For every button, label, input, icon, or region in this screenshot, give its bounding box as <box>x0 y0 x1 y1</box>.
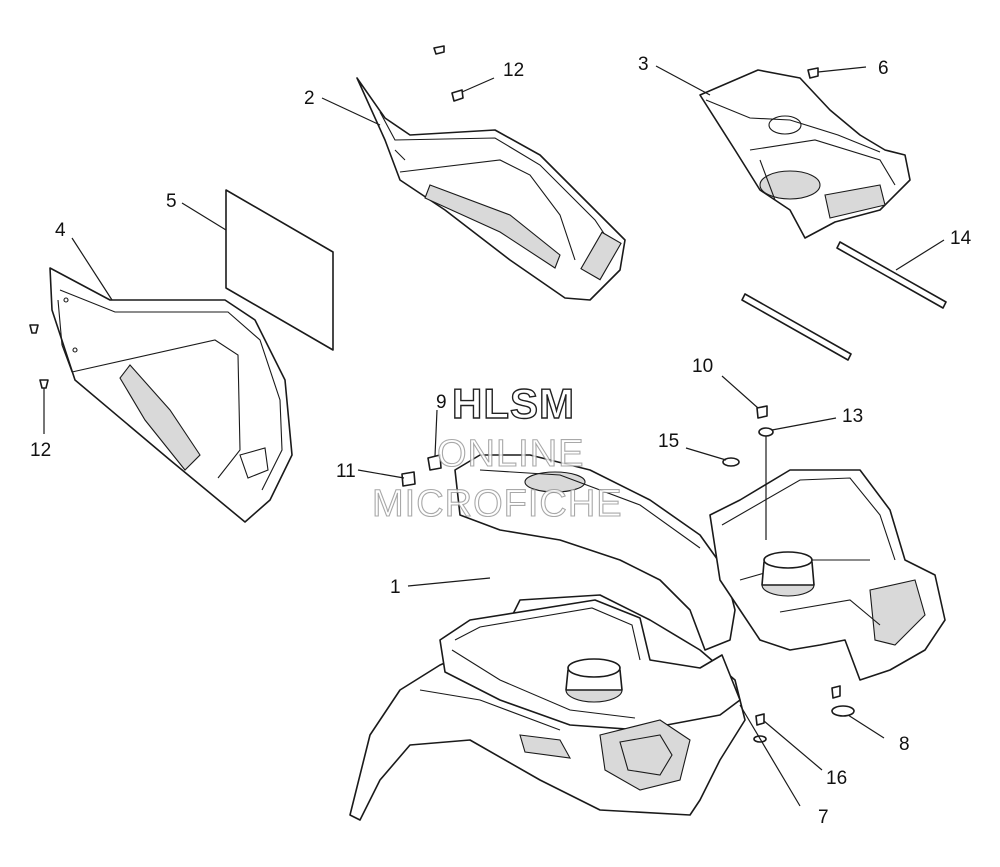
hardware-8 <box>831 685 855 717</box>
callout-5: 5 <box>166 191 177 212</box>
hardware-10 <box>756 405 768 419</box>
callout-7: 7 <box>818 807 829 828</box>
callout-2: 2 <box>304 88 315 109</box>
screw-part-6 <box>807 67 819 79</box>
part-rods <box>741 241 947 361</box>
leader-lines <box>43 65 945 807</box>
callout-1: 1 <box>390 577 401 598</box>
part-upper-side-panel <box>356 77 626 301</box>
fastener-top-1 <box>433 45 445 55</box>
watermark-line-2: ONLINE <box>437 433 584 475</box>
callout-3: 3 <box>638 54 649 75</box>
hardware-9 <box>427 454 442 471</box>
callout-4: 4 <box>55 220 66 241</box>
watermark-line-3: MICROFICHE <box>372 483 623 525</box>
callout-9: 9 <box>436 392 447 413</box>
watermark-line-1: HLSM <box>452 380 575 427</box>
hardware-11 <box>401 471 416 487</box>
callout-14: 14 <box>950 228 972 249</box>
callout-12-top: 12 <box>503 60 524 81</box>
callout-15: 15 <box>658 431 679 452</box>
fastener-left-lower <box>39 379 49 389</box>
callout-8: 8 <box>899 734 910 755</box>
part-front-bin <box>699 69 911 239</box>
part-right-fender <box>709 469 946 681</box>
fastener-left-upper <box>29 324 39 334</box>
part-front-fender-body <box>349 454 746 821</box>
callout-13: 13 <box>842 406 863 427</box>
callout-11: 11 <box>336 461 356 482</box>
callout-10: 10 <box>692 356 713 377</box>
hardware-15 <box>722 457 740 467</box>
part-decal-sheet <box>225 189 334 351</box>
hardware-16 <box>755 713 765 726</box>
hardware-13 <box>758 427 774 437</box>
callout-6: 6 <box>878 58 889 79</box>
fastener-top-2 <box>451 89 464 102</box>
callout-16: 16 <box>826 768 847 789</box>
watermark: HLSM ONLINE MICROFICHE <box>371 379 623 525</box>
callout-12-left: 12 <box>30 440 51 461</box>
part-left-side-panel <box>49 267 293 523</box>
